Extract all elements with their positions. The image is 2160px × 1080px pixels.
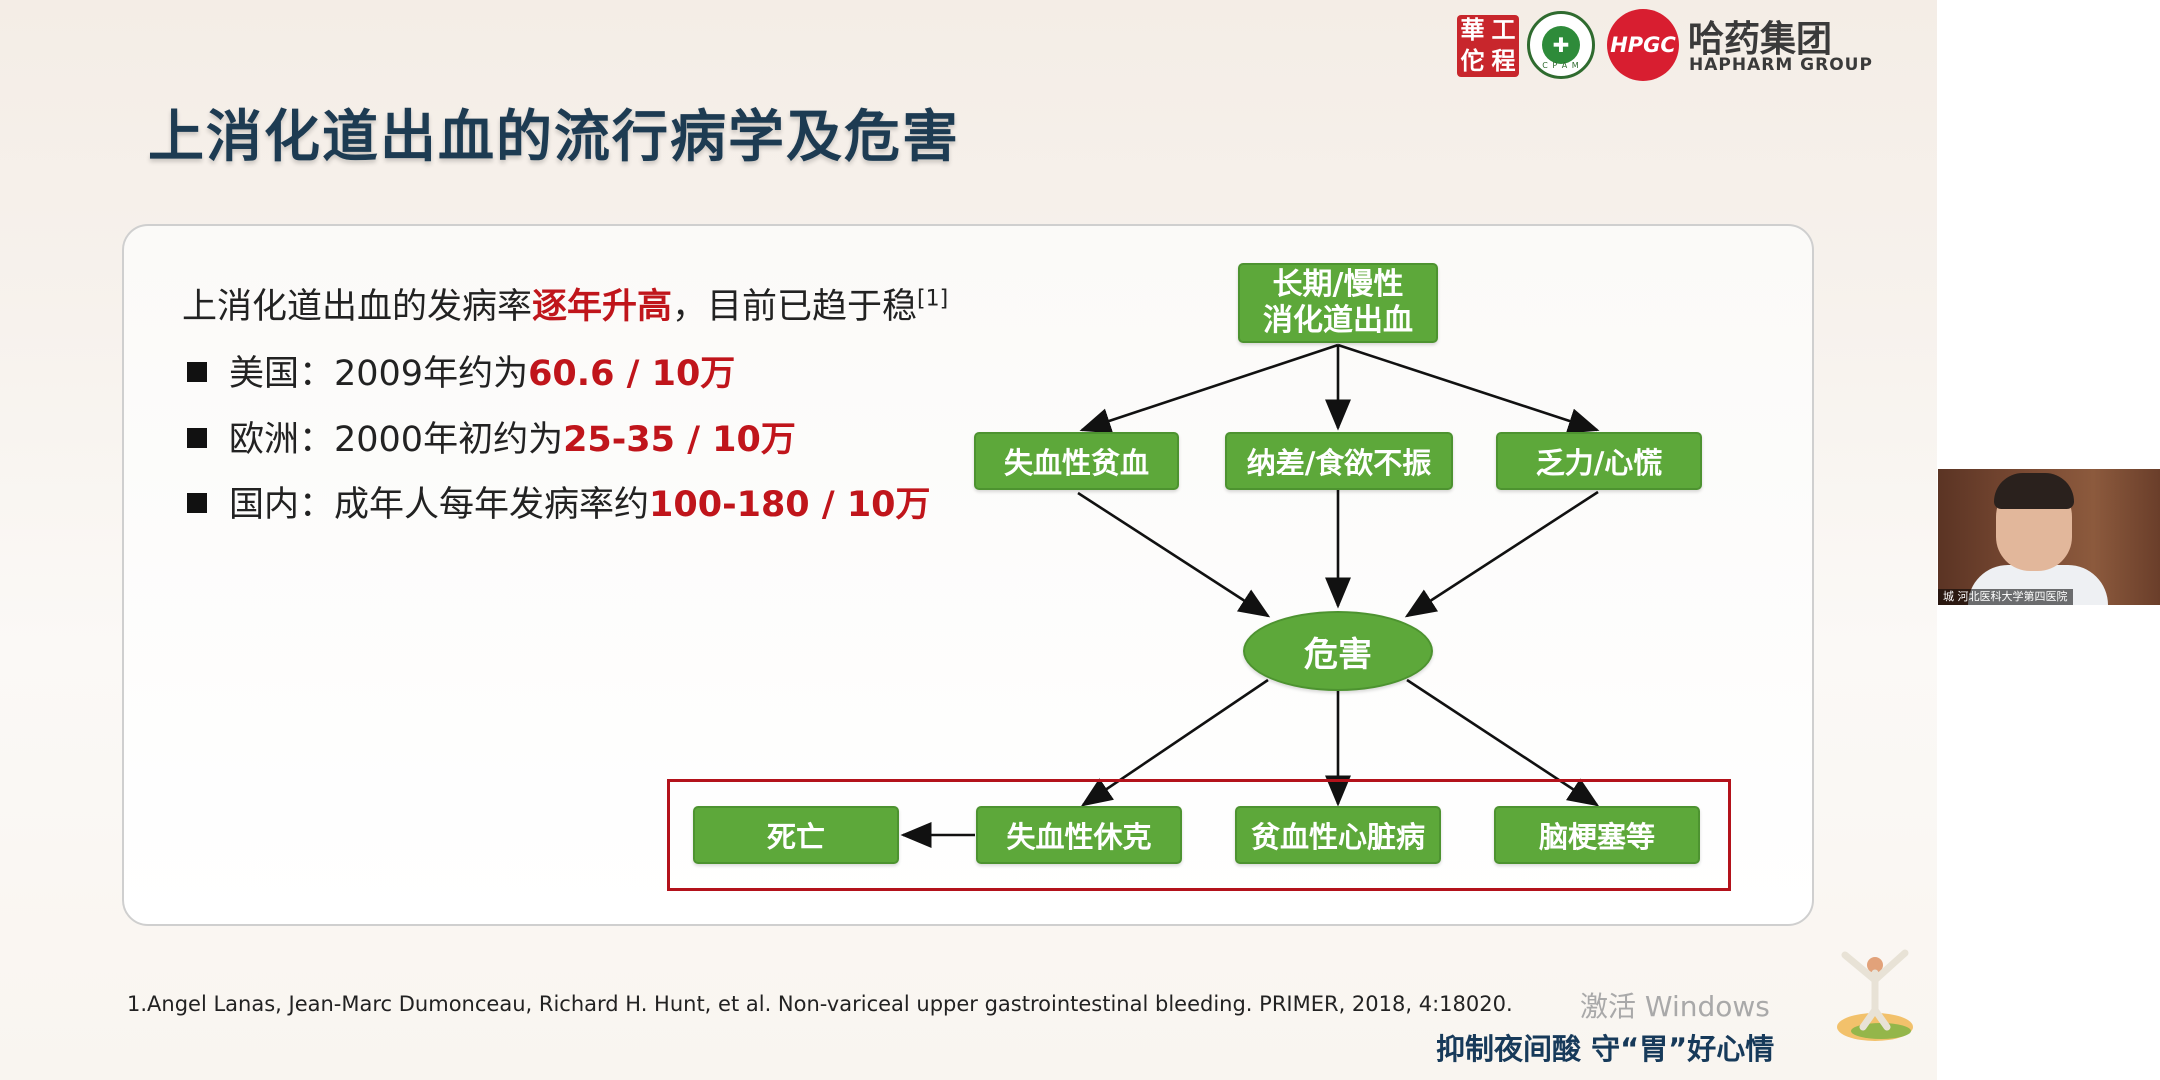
hpgc-logo: HPGC [1607, 9, 1679, 81]
symptom-node: 失血性贫血 [974, 432, 1179, 490]
presenter-hair [1994, 473, 2074, 509]
seal-char: 華 [1460, 16, 1485, 44]
participant-name-label: 城 河北医科大学第四医院 [1938, 589, 2073, 605]
seal-char: 佗 [1460, 47, 1485, 75]
brand-name-cn: 哈药集团 [1688, 19, 1833, 60]
bullet-item: 美国：2009年约为60.6 / 10万 [187, 345, 735, 396]
arrow [1077, 491, 1271, 618]
square-bullet-icon [187, 493, 207, 513]
diagram-arrows [900, 343, 1600, 848]
cross-icon: ✚ [1542, 26, 1580, 64]
outcome-node: 失血性休克 [976, 806, 1182, 864]
seal-char: 工 [1491, 16, 1516, 44]
windows-activation-watermark: 激活 Windows [1580, 990, 1770, 1023]
bullet-value: 100-180 / 10万 [649, 485, 931, 525]
square-bullet-icon [187, 362, 207, 382]
outcome-node: 死亡 [693, 806, 899, 864]
intro-suffix: ，目前已趋于稳 [672, 287, 918, 327]
cpam-association-logo: ✚ C P A M [1527, 11, 1595, 79]
seal-char: 程 [1491, 47, 1516, 75]
arrow [1404, 490, 1599, 618]
outcomes-frame [667, 779, 1731, 891]
presentation-slide: 上消化道出血的流行病学及危害 華 工 佗 程 ✚ C P A M HPGC 哈药… [0, 0, 1937, 1080]
root-node: 长期/慢性 消化道出血 [1238, 263, 1438, 343]
cpam-text: C P A M [1542, 61, 1580, 70]
square-bullet-icon [187, 428, 207, 448]
arrow [1079, 343, 1339, 434]
arrow [1080, 678, 1269, 807]
bullet-item: 国内：成年人每年发病率约100-180 / 10万 [187, 476, 931, 527]
intro-highlight: 逐年升高 [532, 287, 673, 327]
bullet-item: 欧洲：2000年初约为25-35 / 10万 [187, 411, 796, 462]
outcome-node: 脑梗塞等 [1494, 806, 1700, 864]
symptom-node: 乏力/心慌 [1496, 432, 1702, 490]
intro-prefix: 上消化道出血的发病率 [182, 287, 533, 327]
citation-ref: [1] [917, 286, 949, 312]
harm-center-node: 危害 [1243, 611, 1433, 691]
symptom-node: 纳差/食欲不振 [1225, 432, 1453, 490]
slogan-text: 抑制夜间酸 守“胃”好心情 [1436, 1032, 1775, 1066]
huatuo-seal-logo: 華 工 佗 程 [1457, 15, 1519, 77]
webcam-video-feed[interactable]: 城 河北医科大学第四医院 [1938, 469, 2160, 605]
slide-title: 上消化道出血的流行病学及危害 [148, 105, 960, 170]
bullet-label: 欧洲：2000年初约为 [229, 420, 564, 460]
arrow [1406, 678, 1600, 807]
outcome-node: 贫血性心脏病 [1235, 806, 1441, 864]
bullet-value: 25-35 / 10万 [563, 420, 796, 460]
bullet-label: 美国：2009年约为 [229, 354, 529, 394]
bullet-value: 60.6 / 10万 [528, 354, 736, 394]
brand-name-en: HAPHARM GROUP [1689, 55, 1873, 75]
intro-statement: 上消化道出血的发病率逐年升高，目前已趋于稳[1] [182, 278, 948, 329]
bullet-label: 国内：成年人每年发病率约 [229, 485, 650, 525]
figure-mascot-icon [1837, 949, 1913, 1041]
arrow [1337, 343, 1600, 434]
reference-footnote: 1.Angel Lanas, Jean-Marc Dumonceau, Rich… [127, 992, 1513, 1016]
